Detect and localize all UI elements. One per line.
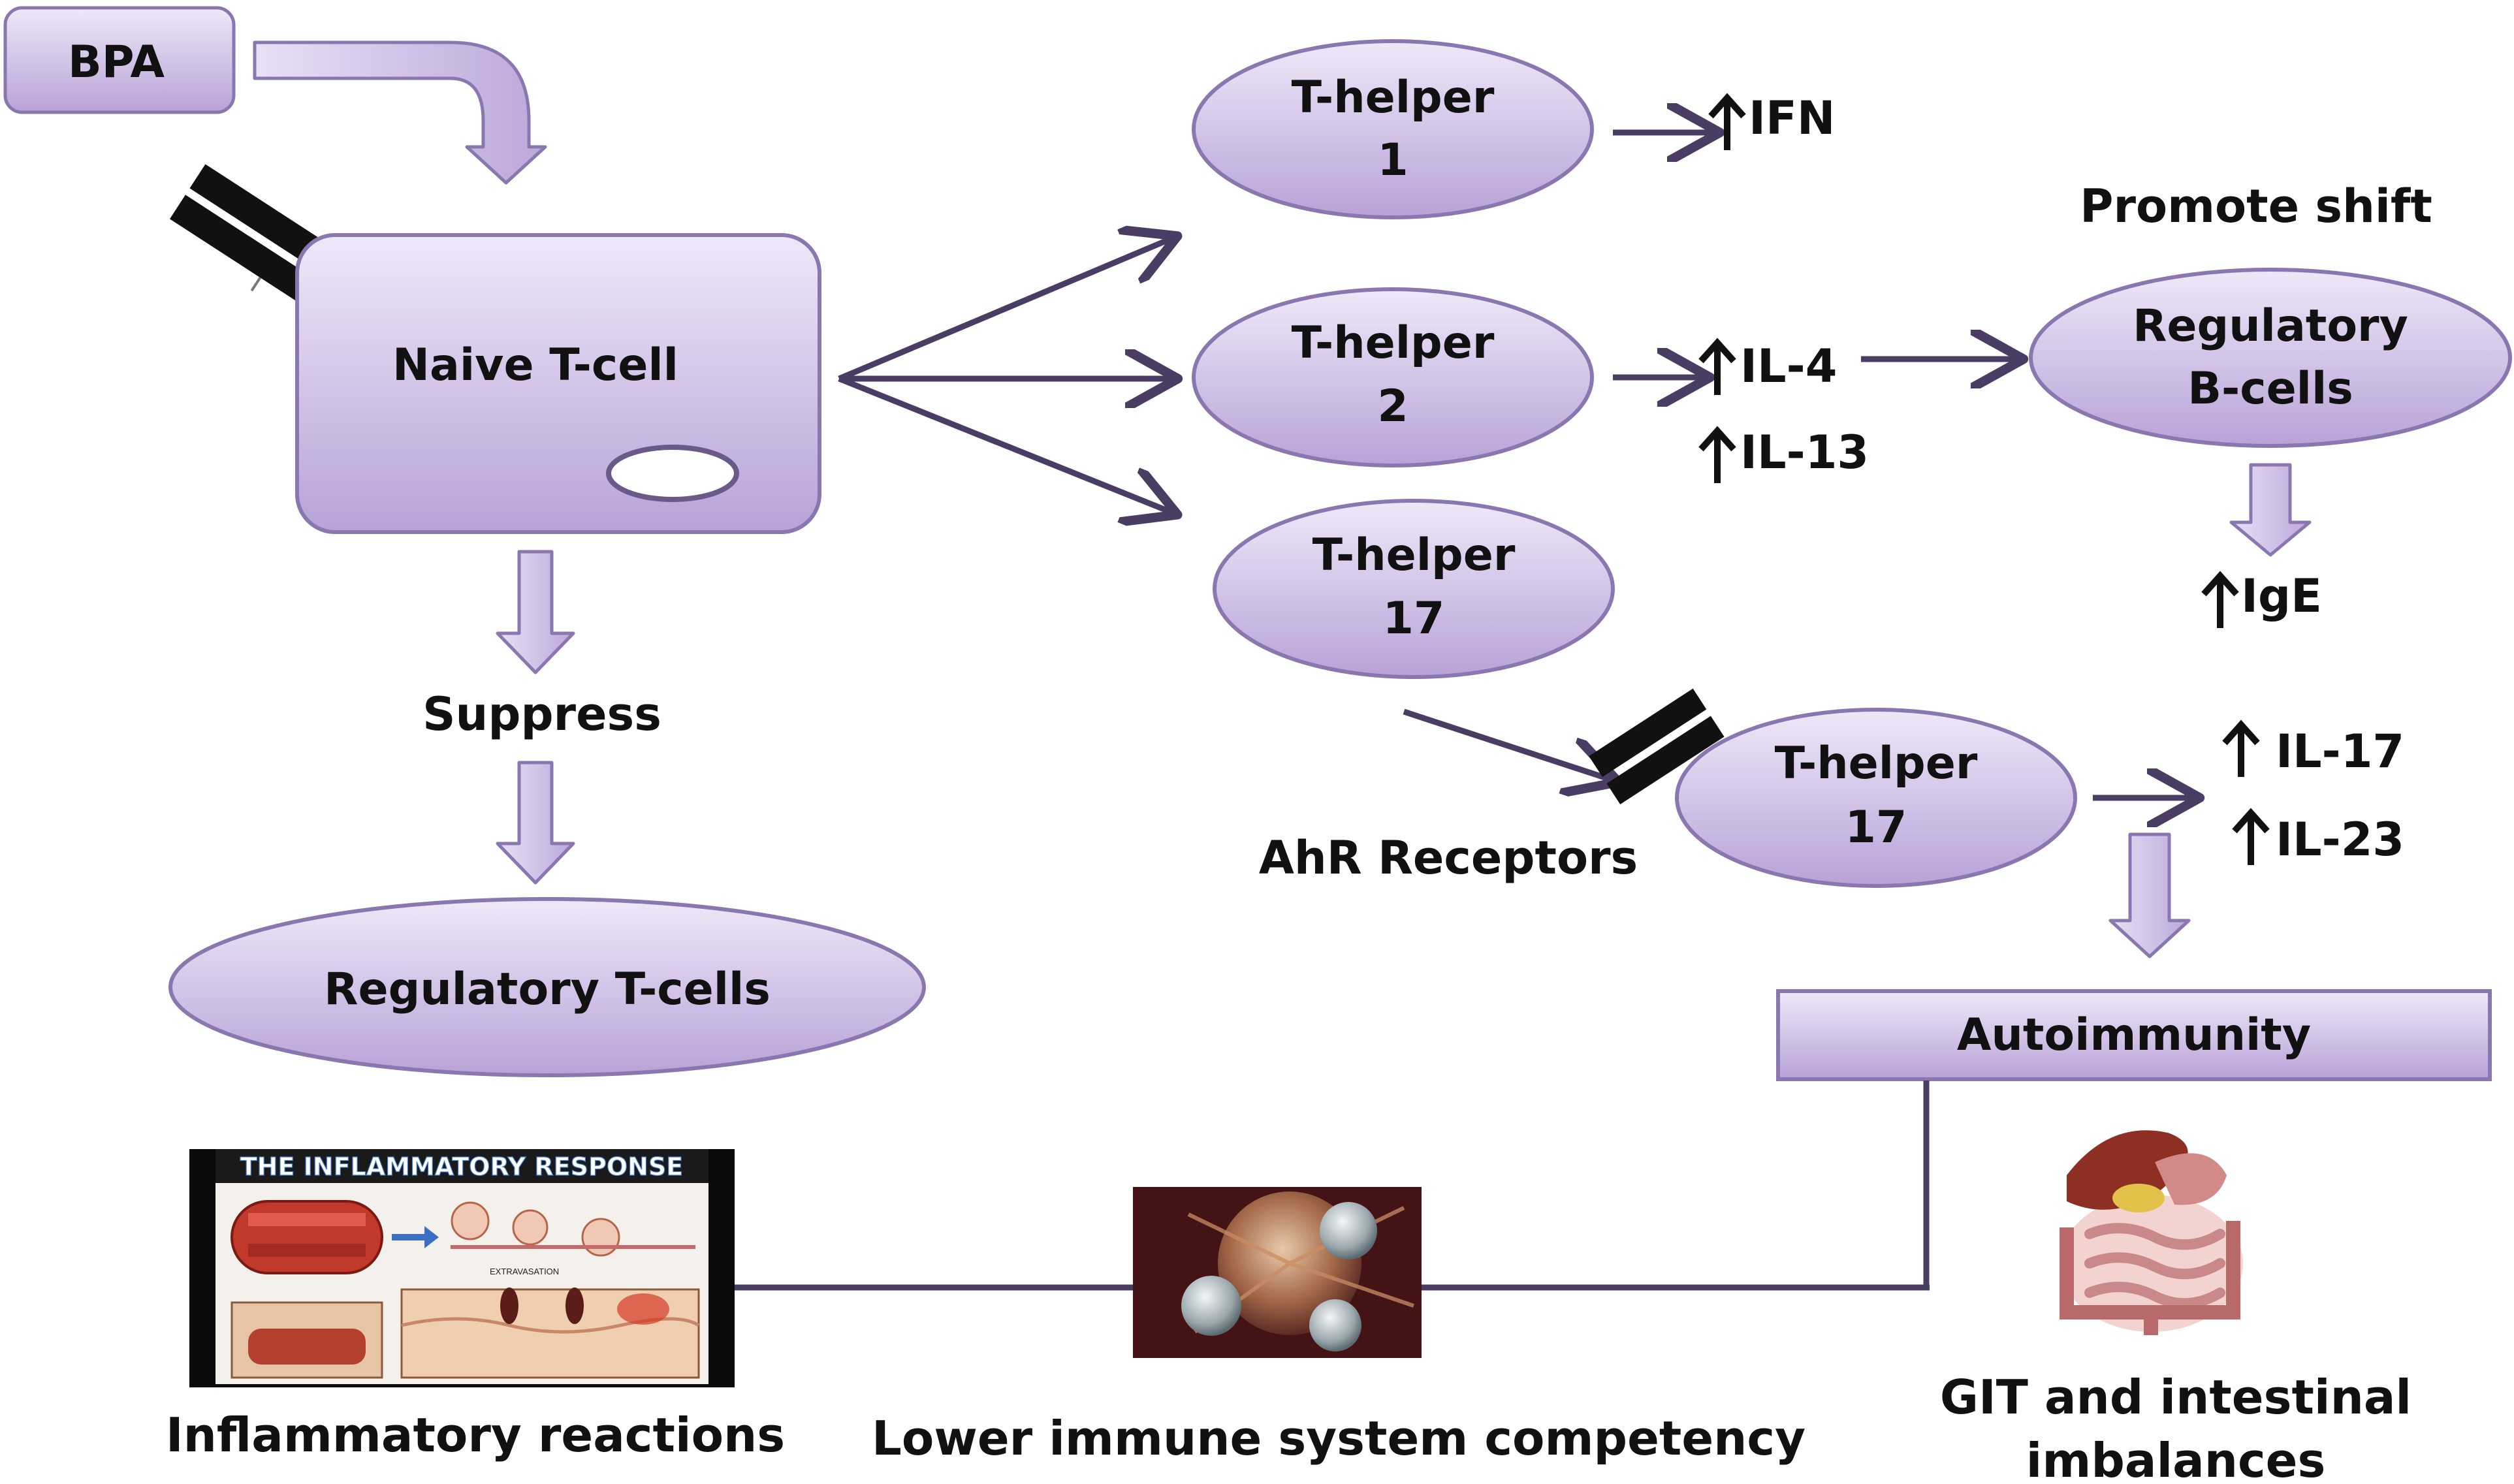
t-helper-1-ellipse [1192, 39, 1594, 219]
caption-git-line1: GIT and intestinal [1940, 1370, 2411, 1425]
t-helper-17b-line2: 17 [1845, 802, 1907, 853]
caption-git-line2: imbalances [2026, 1433, 2326, 1484]
t-helper-17b-line1: T-helper [1775, 738, 1978, 789]
il23-up-arrow-icon [2232, 808, 2270, 865]
il23-label: IL-23 [2276, 813, 2404, 866]
ifn-label: IFN [1749, 91, 1835, 145]
th17a-to-ahr-arrow [1403, 708, 1613, 780]
naive-to-suppress-block-arrow [496, 550, 575, 674]
ige-up-arrow-icon [2201, 571, 2239, 628]
naive-t-cell-label: Naive T-cell [392, 339, 678, 391]
il4-label: IL-4 [1740, 339, 1837, 393]
il13-label: IL-13 [1740, 426, 1869, 479]
t-helper-1-line1: T-helper [1292, 72, 1495, 123]
ahr-receptor-icon [1589, 688, 1725, 804]
bpa-label: BPA [68, 37, 165, 88]
immune-cell-image [1133, 1187, 1422, 1358]
breg-to-ige-block-arrow [2229, 463, 2312, 557]
extravasation-text: EXTRAVASATION [490, 1267, 559, 1276]
caption-lower-immune-competency: Lower immune system competency [872, 1411, 1806, 1466]
autoimmunity-box [1776, 989, 2492, 1081]
inflammatory-banner-text: THE INFLAMMATORY RESPONSE [240, 1152, 684, 1181]
autoimmunity-label: Autoimmunity [1957, 1009, 2311, 1061]
ahr-receptors-label: AhR Receptors [1259, 831, 1638, 885]
ige-label: IgE [2241, 569, 2322, 623]
suppress-to-treg-block-arrow [496, 761, 575, 885]
t-helper-2-line2: 2 [1377, 381, 1408, 432]
il4-up-arrow-icon [1698, 338, 1736, 395]
t-helper-2-ellipse [1192, 287, 1594, 467]
suppress-label: Suppress [422, 687, 661, 741]
t-helper-17a-line1: T-helper [1313, 529, 1516, 581]
regulatory-b-cells-ellipse [2029, 268, 2512, 448]
promote-shift-label: Promote shift [2080, 180, 2432, 233]
inflammatory-response-image: THE INFLAMMATORY RESPONSE EXTRAVASATION [189, 1149, 735, 1387]
il17-up-arrow-icon [2222, 719, 2260, 777]
regulatory-t-cells-ellipse [168, 897, 926, 1077]
breg-line2: B-cells [2188, 363, 2353, 415]
th17-to-autoimmunity-block-arrow [2108, 832, 2191, 958]
t-helper-2-line1: T-helper [1292, 317, 1495, 369]
naive-to-thelper-arrows [838, 238, 1172, 513]
il17-label: IL-17 [2276, 725, 2404, 778]
t-helper-17a-ellipse [1213, 499, 1615, 679]
t-helper-17b-ellipse [1675, 708, 2077, 888]
ifn-up-arrow-icon [1708, 93, 1746, 150]
t-helper-1-line2: 1 [1377, 134, 1408, 186]
bpa-curved-arrow [253, 40, 547, 185]
regulatory-t-cells-label: Regulatory T-cells [324, 964, 771, 1015]
t-helper-17a-line2: 17 [1383, 593, 1445, 644]
bpa-box [3, 6, 236, 114]
il13-up-arrow-icon [1698, 426, 1736, 483]
caption-inflammatory-reactions: Inflammatory reactions [166, 1408, 785, 1462]
gastrointestinal-organs-image [2024, 1103, 2276, 1335]
breg-line1: Regulatory [2133, 300, 2408, 352]
nucleus-shape [606, 445, 739, 502]
